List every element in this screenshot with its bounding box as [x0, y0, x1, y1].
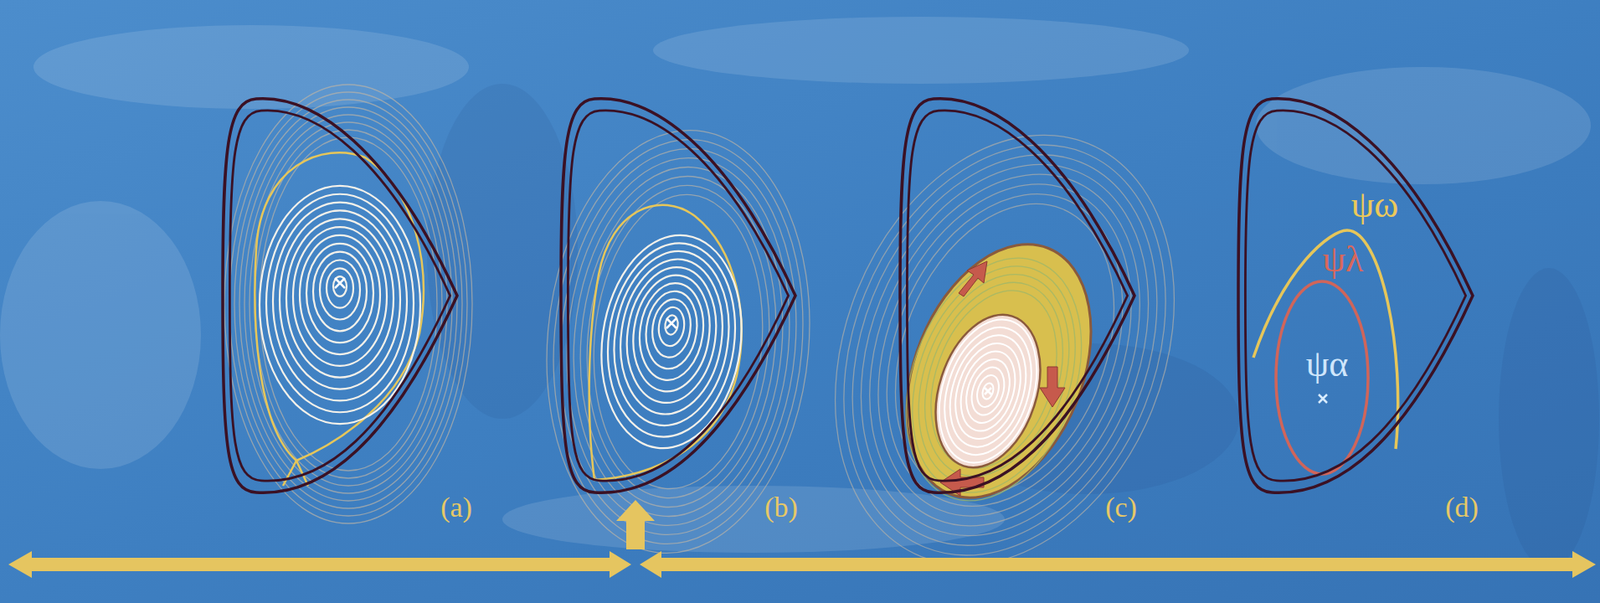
open-field-line: [785, 96, 1225, 603]
magnetic-axis: [334, 277, 345, 289]
flux-surface: [588, 226, 756, 458]
open-field-line: [773, 83, 1236, 603]
open-field-line: [819, 133, 1189, 567]
open-field-line: [259, 137, 438, 471]
panel-c: [773, 83, 1236, 603]
open-field-line: [831, 146, 1179, 555]
flux-surface: [319, 259, 361, 319]
panel-label: (c): [1105, 493, 1137, 522]
open-field-line: [536, 128, 819, 555]
flux-surface: [299, 235, 381, 355]
flux-surface: [656, 305, 687, 348]
panel-label: (a): [440, 493, 473, 522]
flux-surface: [259, 185, 421, 424]
flux-surface: [333, 276, 347, 297]
open-field-line: [843, 158, 1167, 541]
flux-surface: [891, 252, 1097, 505]
flux-label: ψα: [1306, 345, 1349, 383]
flux-surface: [618, 261, 726, 409]
panel-d: [1238, 98, 1473, 494]
flux-surface: [874, 233, 1114, 525]
open-field-line: [807, 121, 1201, 579]
panel-label: (d): [1445, 493, 1479, 522]
omega-surface: [1253, 230, 1399, 449]
flux-surface: [908, 272, 1081, 486]
flux-surface: [980, 381, 995, 401]
panel-b: [529, 98, 828, 565]
flux-surface: [596, 234, 748, 445]
timeline-arrows: [8, 499, 1596, 578]
panel-a: [222, 84, 473, 524]
flux-surface: [272, 202, 407, 402]
flux-surface: [306, 243, 374, 343]
flux-surface: [663, 313, 680, 335]
flux-label: ψλ: [1322, 241, 1364, 278]
flux-label: ψω: [1351, 186, 1400, 224]
open-field-line: [239, 107, 458, 501]
texture: [0, 16, 1591, 553]
flux-surface: [883, 243, 1106, 516]
flux-surface: [900, 262, 1089, 496]
open-field-line: [244, 114, 453, 494]
magnetic-axis: [984, 387, 992, 395]
alpha-surface: [1275, 281, 1369, 474]
open-field-line: [249, 122, 448, 486]
flux-surface: [936, 325, 1040, 457]
open-field-line: [229, 92, 468, 516]
open-field-line: [559, 158, 797, 525]
flux-surface: [313, 252, 367, 332]
flux-surface: [279, 210, 401, 389]
magnetic-axis: [1318, 394, 1328, 403]
flux-surface: [951, 344, 1024, 438]
flux-surface: [293, 226, 387, 366]
flux-surface: [266, 194, 414, 412]
texture: [427, 83, 1600, 570]
separatrix: [254, 152, 423, 461]
open-field-line: [254, 129, 443, 479]
flux-surface: [648, 296, 695, 360]
panel-label: (b): [764, 493, 798, 522]
flux-surface: [286, 218, 394, 377]
flux-surface: [966, 362, 1010, 419]
magnetic-axis: [666, 318, 677, 329]
open-field-line: [797, 108, 1214, 592]
flux-surface: [326, 267, 354, 308]
motion-arrows: [940, 261, 1065, 496]
open-field-line: [529, 118, 828, 564]
